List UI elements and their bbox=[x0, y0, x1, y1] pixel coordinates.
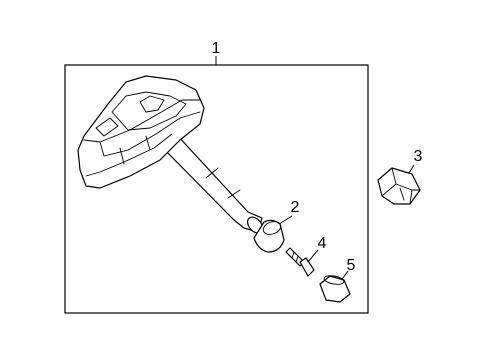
callout-2-label: 2 bbox=[291, 199, 300, 216]
callout-3-label: 3 bbox=[414, 148, 423, 165]
callout-1-label: 1 bbox=[212, 40, 221, 57]
callout-5-label: 5 bbox=[347, 257, 356, 274]
callout-4-label: 4 bbox=[318, 235, 327, 252]
valve-nut bbox=[253, 219, 285, 253]
valve-core bbox=[285, 247, 315, 277]
valve-cap bbox=[377, 167, 421, 205]
callout-4-leader bbox=[307, 249, 319, 263]
tire-pressure-sensor bbox=[77, 75, 263, 234]
cap bbox=[319, 275, 351, 303]
